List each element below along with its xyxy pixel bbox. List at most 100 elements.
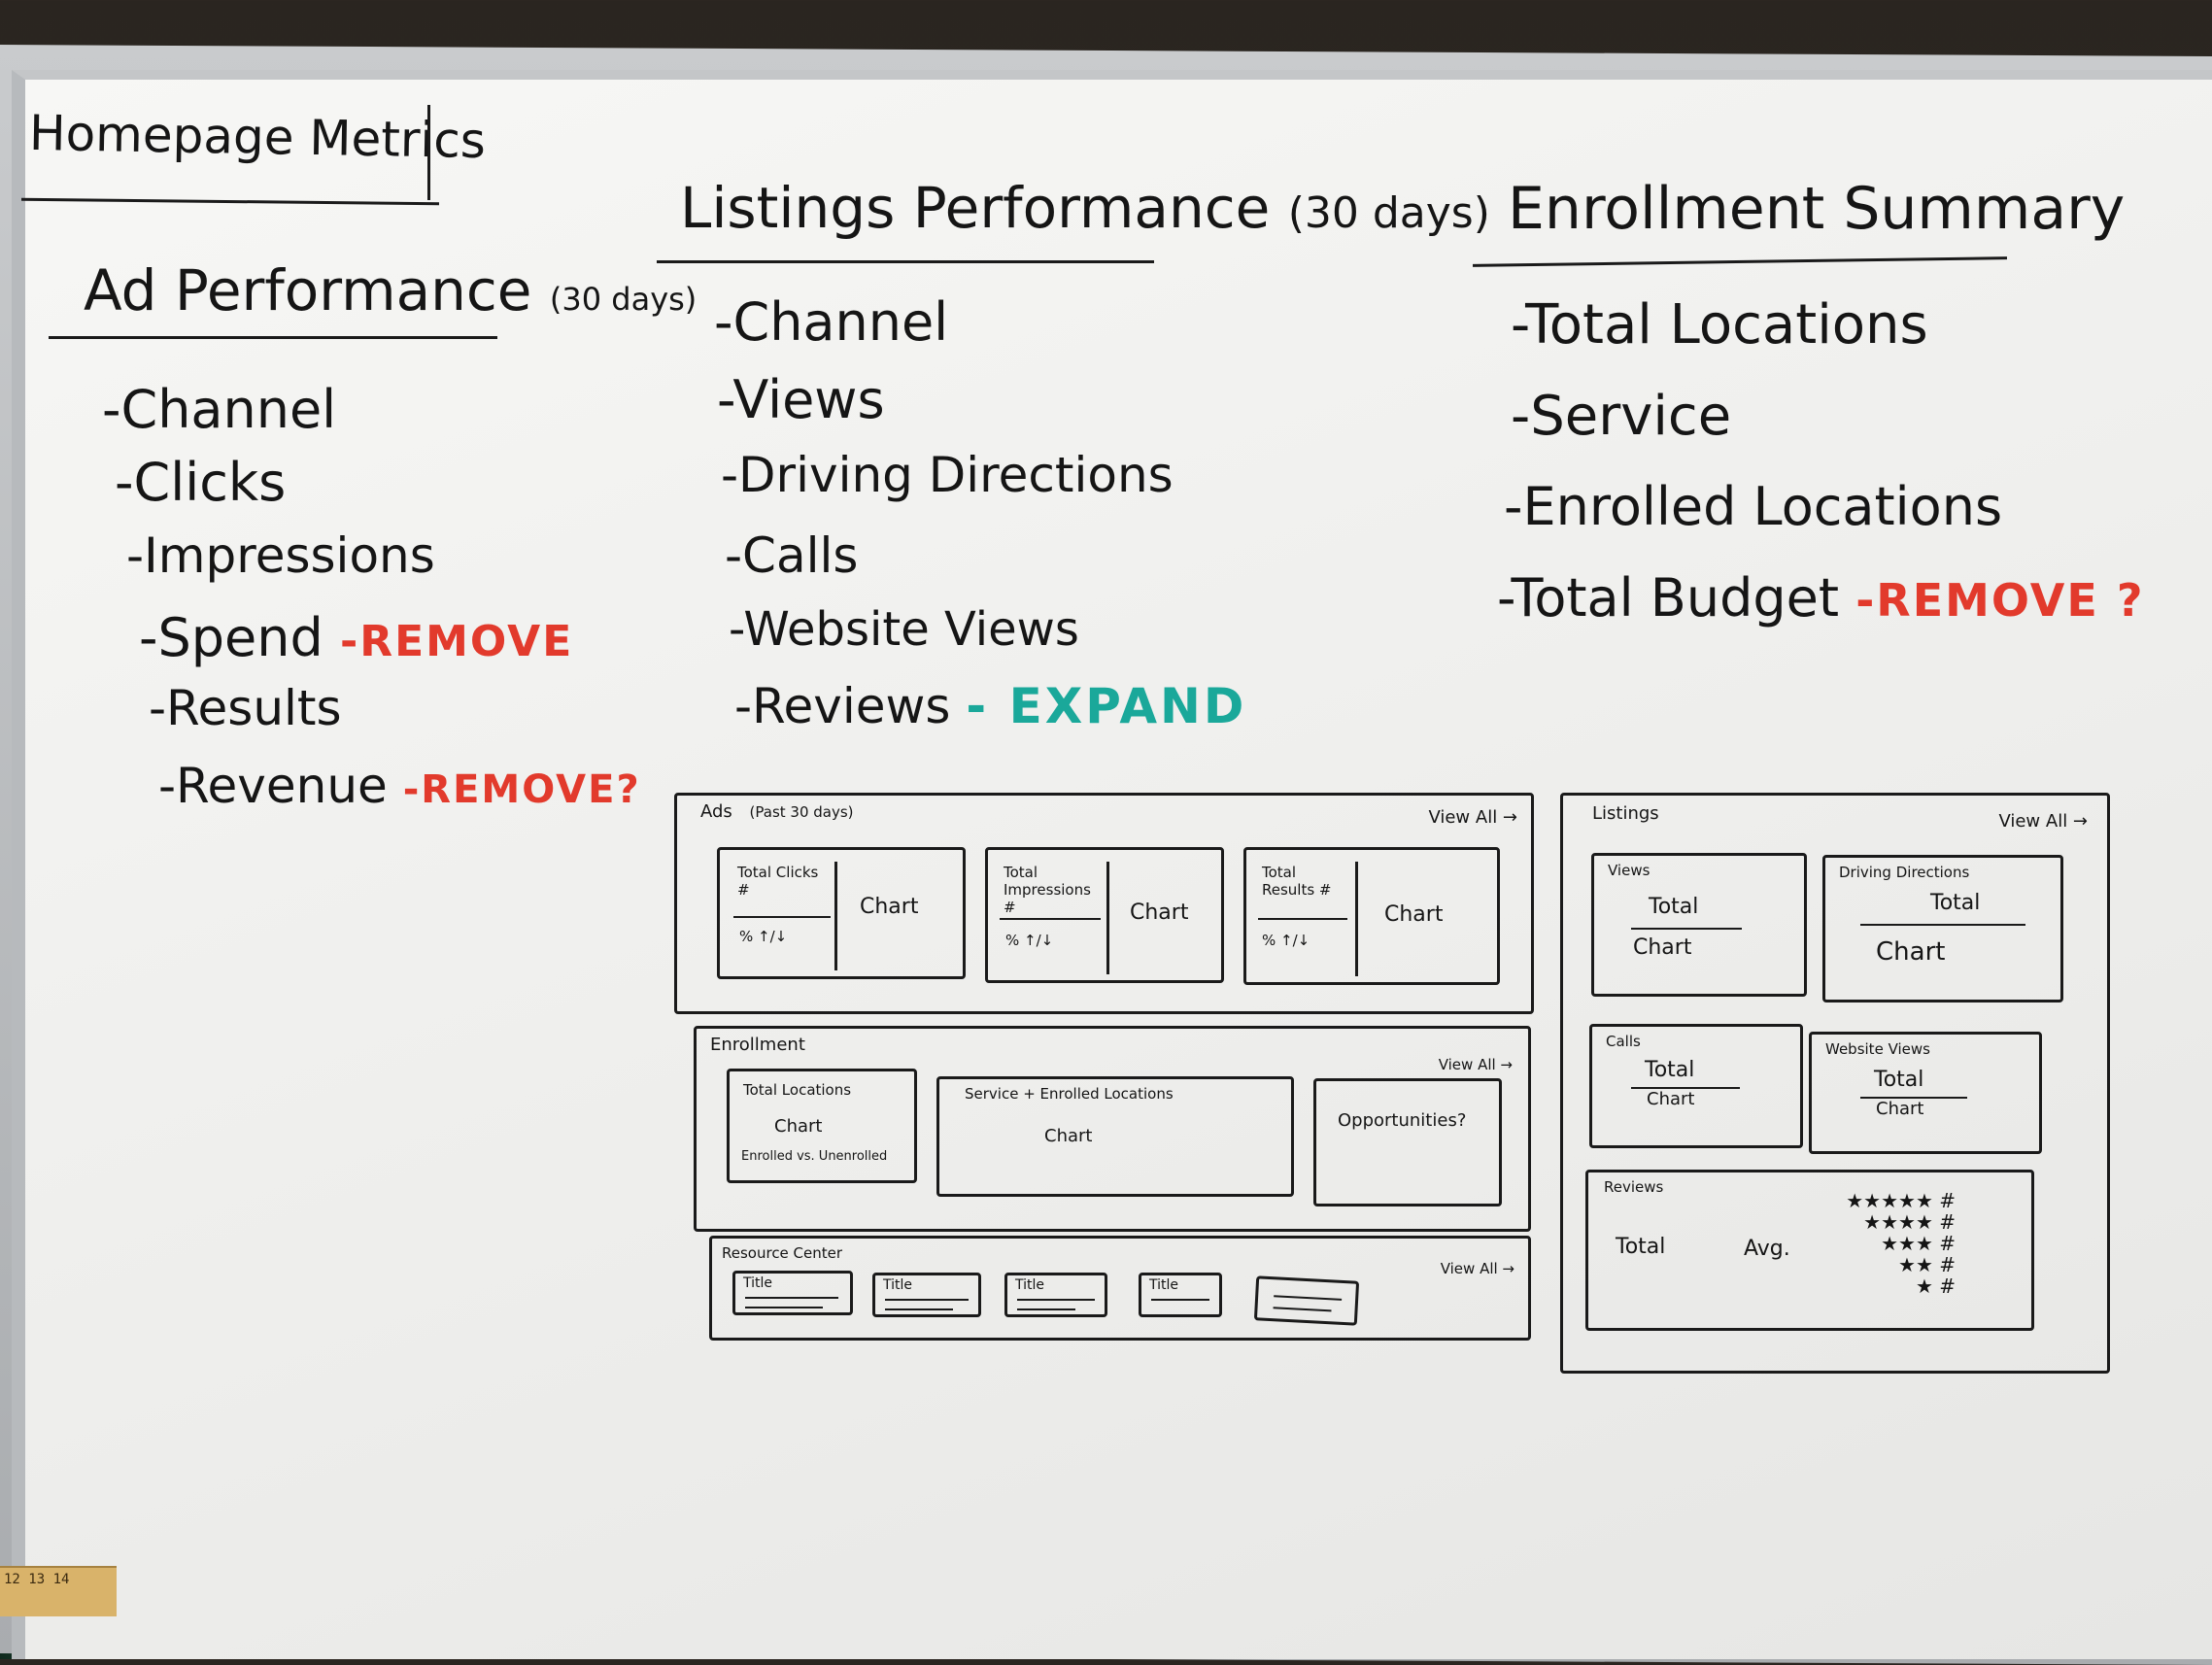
star-row: ★★★★ #: [1863, 1210, 1956, 1234]
whiteboard: [12, 70, 2212, 1659]
resource-card: Title: [732, 1271, 853, 1315]
card-label: Website Views: [1825, 1040, 1930, 1058]
card-label: Total Locations: [743, 1081, 852, 1099]
card-chart: Chart: [1384, 902, 1444, 927]
reviews-star-breakdown: ★★★★★ # ★★★★ # ★★★ # ★★ # ★ #: [1829, 1190, 1956, 1297]
listings-item-website: -Website Views: [729, 602, 1079, 657]
listings-title: Listings: [1592, 803, 1659, 824]
card-total: Total: [1874, 1068, 1924, 1092]
card-chart: Chart: [860, 895, 919, 919]
card-divider: [1860, 1097, 1967, 1099]
resource-title: Title: [743, 1275, 773, 1291]
resource-card: Title: [1139, 1273, 1222, 1317]
card-divider: [1860, 924, 2025, 926]
card-metric: Total Impressions #: [1004, 864, 1091, 916]
card-chart: Chart: [774, 1116, 823, 1137]
listings-driving-card: Driving Directions Total Chart: [1822, 855, 2063, 1002]
spend-remove-note: -REMOVE: [339, 617, 574, 666]
opportunities-label: Opportunities?: [1338, 1110, 1467, 1131]
ad-item-revenue: -Revenue -REMOVE?: [158, 758, 641, 814]
card-label: Service + Enrolled Locations: [965, 1085, 1174, 1103]
reviews-expand-note: - EXPAND: [966, 678, 1247, 734]
listings-item-channel: -Channel: [714, 291, 949, 353]
ad-item-channel: -Channel: [102, 379, 337, 440]
listings-item-calls: -Calls: [725, 527, 859, 584]
listings-website-card: Website Views Total Chart: [1809, 1032, 2042, 1154]
card-chart: Chart: [1044, 1126, 1093, 1146]
resource-line: [1017, 1308, 1075, 1310]
enrollment-opportunities-card: Opportunities?: [1313, 1078, 1502, 1206]
card-divider: [733, 916, 831, 918]
enrollment-view-all: View All →: [1438, 1056, 1513, 1073]
resource-line: [885, 1299, 969, 1301]
card-trend: % ↑/↓: [739, 928, 788, 945]
resource-center-section: Resource Center View All →: [709, 1236, 1531, 1341]
budget-remove-note: -REMOVE ?: [1855, 574, 2145, 627]
enrollment-total-locations-card: Total Locations Chart Enrolled vs. Unenr…: [727, 1069, 917, 1183]
ads-card-impressions: Total Impressions # % ↑/↓ Chart: [985, 847, 1224, 983]
ad-performance-heading: Ad Performance (30 days): [84, 257, 698, 323]
enrollment-item-enrolled: -Enrolled Locations: [1504, 476, 2003, 537]
listings-item-views: -Views: [717, 369, 885, 430]
listings-view-all: View All →: [1998, 811, 2088, 832]
ads-card-clicks: Total Clicks # % ↑/↓ Chart: [717, 847, 966, 979]
card-label: Calls: [1606, 1033, 1641, 1050]
title-bracket: [427, 105, 430, 200]
listings-performance-underline: [657, 260, 1154, 263]
card-metric: Total Clicks #: [737, 864, 819, 899]
card-separator: [834, 862, 837, 970]
card-trend: % ↑/↓: [1005, 932, 1054, 949]
card-total: Total: [1930, 891, 1981, 915]
resource-line: [745, 1297, 838, 1299]
ad-item-clicks: -Clicks: [115, 452, 287, 513]
resource-title: Title: [1015, 1277, 1045, 1293]
reviews-total: Total: [1616, 1235, 1666, 1259]
card-divider: [1258, 918, 1347, 920]
card-chart: Chart: [1876, 1099, 1924, 1119]
card-total: Total: [1645, 1058, 1695, 1082]
resource-title: Title: [1149, 1277, 1179, 1293]
card-separator: [1355, 862, 1358, 976]
enrollment-item-budget: -Total Budget -REMOVE ?: [1497, 567, 2145, 629]
listings-item-driving: -Driving Directions: [721, 447, 1174, 503]
resource-line: [1274, 1295, 1343, 1301]
star-row: ★★ #: [1898, 1253, 1956, 1276]
ads-view-all: View All →: [1428, 807, 1517, 828]
ad-performance-underline: [49, 336, 497, 339]
enrollment-section: Enrollment View All →: [694, 1026, 1531, 1232]
resource-line: [885, 1308, 953, 1310]
ads-section: Ads (Past 30 days) View All →: [674, 793, 1534, 1014]
star-row: ★ #: [1915, 1274, 1956, 1298]
ad-item-spend: -Spend -REMOVE: [139, 607, 574, 668]
card-chart: Chart: [1633, 935, 1692, 960]
card-metric: Total Results #: [1262, 864, 1332, 899]
card-trend: % ↑/↓: [1262, 932, 1310, 949]
card-total: Total: [1649, 895, 1699, 919]
ads-title: Ads (Past 30 days): [700, 801, 854, 822]
listings-section: Listings View All →: [1560, 793, 2110, 1374]
resource-line: [1151, 1299, 1209, 1301]
enrollment-service-card: Service + Enrolled Locations Chart: [936, 1076, 1294, 1197]
card-chart: Chart: [1130, 900, 1189, 925]
enrollment-summary-heading: Enrollment Summary: [1508, 175, 2126, 243]
resource-line: [745, 1307, 823, 1308]
card-label: Driving Directions: [1839, 864, 1970, 881]
card-label: Reviews: [1604, 1178, 1664, 1196]
card-label: Views: [1608, 862, 1650, 879]
card-chart: Chart: [1647, 1089, 1695, 1109]
card-sub: Enrolled vs. Unenrolled: [741, 1149, 888, 1164]
listings-reviews-card: Reviews Total Avg. ★★★★★ # ★★★★ # ★★★ # …: [1585, 1170, 2034, 1331]
reviews-avg: Avg.: [1744, 1237, 1790, 1261]
board-title: Homepage Metrics: [28, 104, 487, 170]
card-chart: Chart: [1876, 937, 1946, 967]
star-row: ★★★ #: [1881, 1232, 1956, 1255]
resource-line: [1273, 1307, 1332, 1312]
listings-performance-heading: Listings Performance (30 days): [680, 175, 1490, 241]
listings-views-card: Views Total Chart: [1591, 853, 1807, 997]
card-divider: [1000, 918, 1101, 920]
resource-title: Title: [883, 1277, 913, 1293]
ruler: 12 13 14: [0, 1566, 117, 1616]
card-separator: [1106, 862, 1109, 974]
enrollment-title: Enrollment: [710, 1035, 805, 1055]
card-divider: [1631, 928, 1742, 930]
